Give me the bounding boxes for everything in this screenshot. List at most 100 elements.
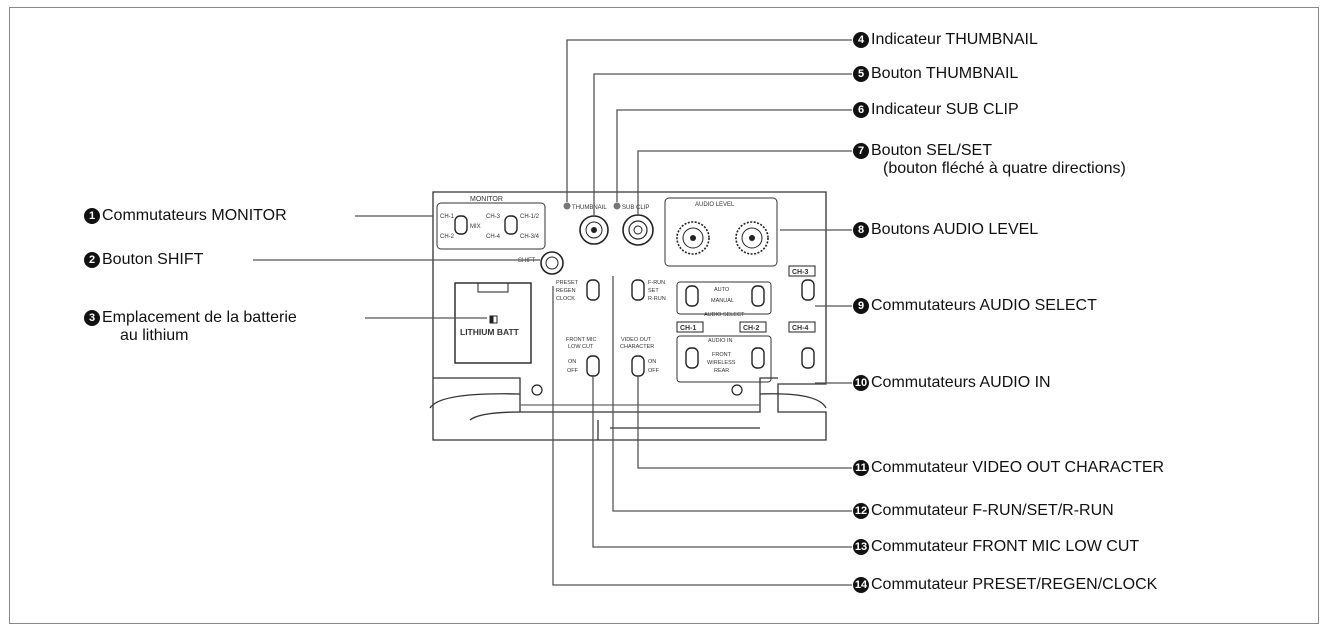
monitor-label: MONITOR: [470, 196, 503, 203]
audio-select-switch-ch1[interactable]: [685, 285, 699, 307]
ch4-tag: CH-4: [788, 321, 816, 333]
callout-number-3: 3: [84, 310, 100, 326]
callout-number-12: 12: [853, 503, 869, 519]
callout-label-2: Bouton SHIFT: [102, 251, 204, 268]
callout-shift: 2 Bouton SHIFT: [84, 251, 203, 269]
callout-number-11: 11: [853, 460, 869, 476]
callout-thumbnail-indicator: 4 Indicateur THUMBNAIL: [853, 31, 1038, 49]
audio-in-group: AUDIO IN FRONT WIRELESS REAR: [676, 335, 772, 383]
sub-clip-indicator: [613, 202, 621, 210]
callout-label-3-line2: au lithium: [120, 327, 189, 344]
low-cut-label: LOW CUT: [568, 344, 594, 350]
sel-set-button[interactable]: [622, 214, 654, 246]
thumbnail-label: THUMBNAIL: [572, 205, 607, 211]
callout-monitor: 1 Commutateurs MONITOR: [84, 207, 287, 225]
callout-audio-in: 10 Commutateurs AUDIO IN: [853, 374, 1051, 392]
monitor-switch-2[interactable]: [504, 215, 518, 235]
callout-preset-regen-clock: 14 Commutateur PRESET/REGEN/CLOCK: [853, 576, 1157, 594]
callout-number-9: 9: [853, 298, 869, 314]
callout-front-mic: 13 Commutateur FRONT MIC LOW CUT: [853, 538, 1139, 556]
audio-level-knob-2[interactable]: [735, 221, 769, 255]
monitor-mix: MIX: [470, 224, 481, 230]
wireless-label: WIRELESS: [707, 360, 736, 366]
monitor-group: MONITOR CH-1 CH-2 MIX CH-3 CH-4 CH-1/2 C…: [436, 196, 546, 250]
manual-label: MANUAL: [711, 298, 734, 304]
ch3-label: CH-3: [792, 269, 808, 276]
callout-number-2: 2: [84, 252, 100, 268]
callout-label-12: Commutateur F-RUN/SET/R-RUN: [871, 502, 1114, 519]
callout-label-4: Indicateur THUMBNAIL: [871, 31, 1038, 48]
ch2-tag: CH-2: [739, 321, 767, 333]
preset-regen-clock-switch[interactable]: [586, 279, 600, 301]
frun-label: F-RUN: [648, 280, 665, 286]
front-mic-low-cut-switch[interactable]: [586, 355, 600, 377]
callout-label-9: Commutateurs AUDIO SELECT: [871, 297, 1097, 314]
monitor-ch4: CH-4: [486, 234, 501, 240]
callout-number-6: 6: [853, 102, 869, 118]
sub-clip-label: SUB CLIP: [622, 205, 649, 211]
callout-label-11: Commutateur VIDEO OUT CHARACTER: [871, 459, 1165, 476]
callout-label-7-line2: (bouton fléché à quatre directions): [883, 160, 1126, 177]
callout-audio-select: 9 Commutateurs AUDIO SELECT: [853, 297, 1097, 315]
audio-in-label: AUDIO IN: [708, 338, 732, 344]
callout-label-5: Bouton THUMBNAIL: [871, 65, 1019, 82]
monitor-ch12: CH-1/2: [520, 214, 540, 220]
callout-number-10: 10: [853, 375, 869, 391]
callout-video-out-character: 11 Commutateur VIDEO OUT CHARACTER: [853, 459, 1164, 477]
lithium-battery-slot: [454, 282, 532, 364]
callout-label-13: Commutateur FRONT MIC LOW CUT: [871, 538, 1140, 555]
rear-label: REAR: [714, 368, 729, 374]
front-label: FRONT: [712, 352, 732, 358]
audio-level-label: AUDIO LEVEL: [695, 202, 735, 208]
monitor-ch3: CH-3: [486, 214, 501, 220]
front-mic-on-label: ON: [568, 359, 576, 365]
audio-select-switch-ch3[interactable]: [801, 279, 815, 301]
f-run-set-r-run-switch[interactable]: [631, 279, 645, 301]
callout-number-14: 14: [853, 577, 869, 593]
ch3-tag: CH-3: [788, 265, 816, 277]
audio-level-knob-1[interactable]: [676, 221, 710, 255]
lithium-label: LITHIUM BATT: [460, 327, 520, 337]
callout-f-run: 12 Commutateur F-RUN/SET/R-RUN: [853, 502, 1114, 520]
video-out-off-label: OFF: [648, 368, 660, 374]
regen-label: REGEN: [556, 288, 576, 294]
front-mic-label: FRONT MIC: [566, 337, 596, 343]
shift-label: SHIFT: [518, 258, 536, 264]
clock-label: CLOCK: [556, 296, 575, 302]
audio-level-group: AUDIO LEVEL: [664, 197, 778, 267]
audio-select-label: AUDIO SELECT: [704, 312, 745, 318]
callout-number-7: 7: [853, 143, 869, 159]
video-out-character-switch[interactable]: [631, 355, 645, 377]
callout-number-5: 5: [853, 66, 869, 82]
callout-number-1: 1: [84, 208, 100, 224]
audio-in-switch-ch1[interactable]: [685, 347, 699, 369]
callout-label-14: Commutateur PRESET/REGEN/CLOCK: [871, 576, 1158, 593]
callout-label-10: Commutateurs AUDIO IN: [871, 374, 1051, 391]
front-mic-off-label: OFF: [567, 368, 579, 374]
audio-in-switch-ch2[interactable]: [751, 347, 765, 369]
video-out-label: VIDEO OUT: [621, 337, 652, 343]
auto-label: AUTO: [714, 287, 730, 293]
set-label: SET: [648, 288, 659, 294]
callout-label-3: Emplacement de la batterie: [102, 309, 297, 326]
callout-label-1: Commutateurs MONITOR: [102, 207, 287, 224]
audio-select-switch-ch2[interactable]: [751, 285, 765, 307]
ch1-tag: CH-1: [676, 321, 704, 333]
thumbnail-indicator: [563, 202, 571, 210]
audio-in-switch-ch4[interactable]: [801, 347, 815, 369]
thumbnail-button[interactable]: [579, 215, 609, 245]
callout-label-6: Indicateur SUB CLIP: [871, 101, 1019, 118]
callout-label-7: Bouton SEL/SET: [871, 142, 992, 159]
callout-thumbnail-button: 5 Bouton THUMBNAIL: [853, 65, 1018, 83]
shift-button[interactable]: [540, 251, 564, 275]
side-panel: [429, 191, 827, 441]
callout-label-8: Boutons AUDIO LEVEL: [871, 221, 1039, 238]
monitor-ch1: CH-1: [440, 214, 455, 220]
leader-lines: [253, 39, 852, 586]
ch1-label: CH-1: [680, 325, 696, 332]
monitor-switch-1[interactable]: [454, 215, 468, 235]
callout-audio-level: 8 Boutons AUDIO LEVEL: [853, 221, 1038, 239]
monitor-ch34: CH-3/4: [520, 234, 540, 240]
